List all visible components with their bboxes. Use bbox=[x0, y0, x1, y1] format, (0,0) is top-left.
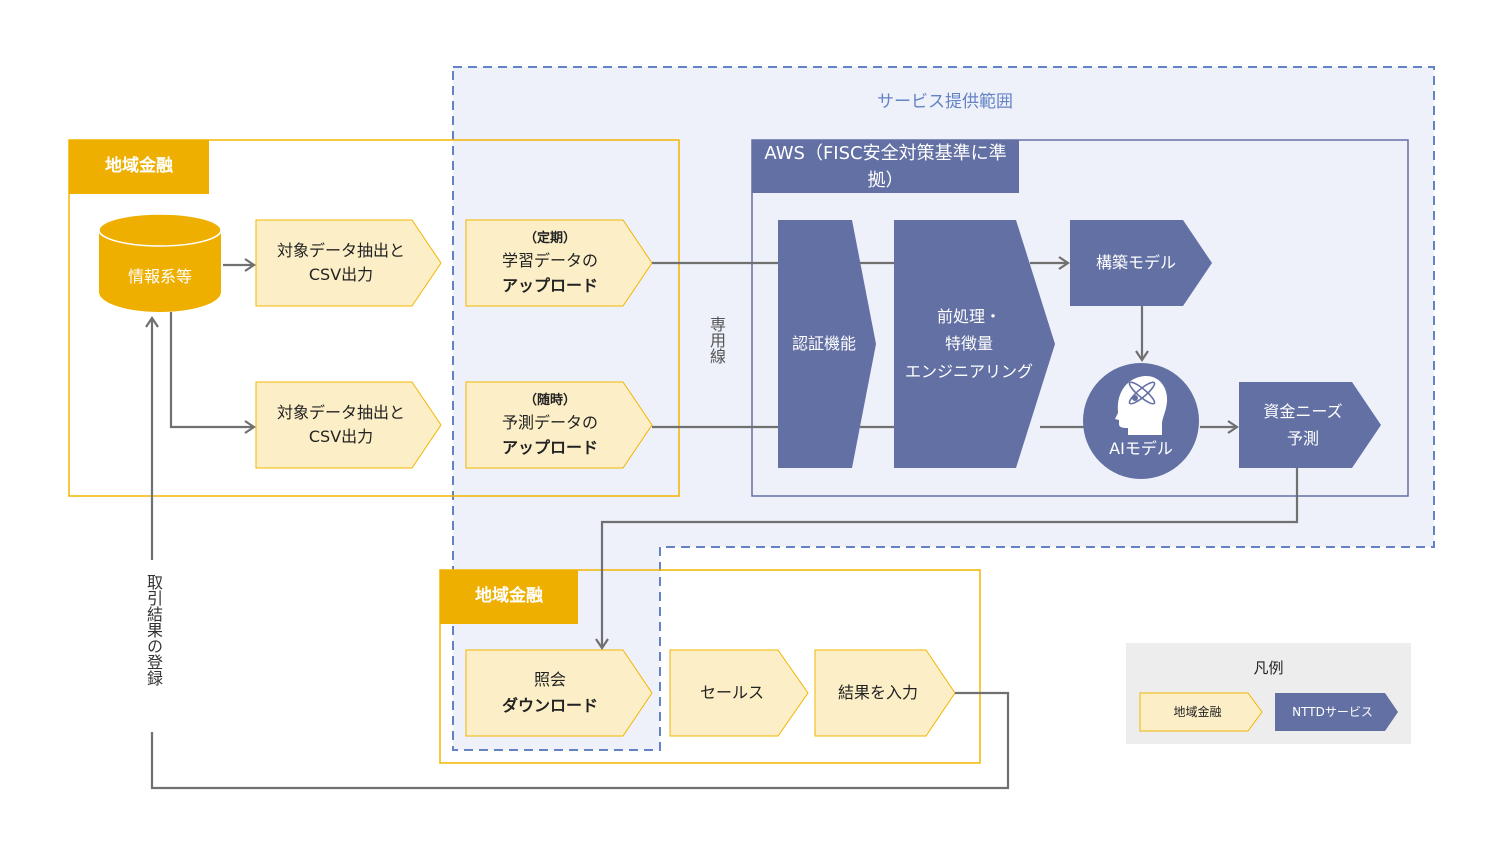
built-model-shape bbox=[1070, 220, 1212, 306]
aws-frame bbox=[751, 139, 1409, 497]
extract-box-2 bbox=[255, 381, 442, 469]
connector-db-extract2 bbox=[169, 312, 256, 434]
connector-result-feedback-1 bbox=[150, 691, 1010, 790]
auth-shape bbox=[778, 220, 876, 468]
regional-top-header bbox=[69, 140, 209, 194]
database-cylinder bbox=[98, 213, 222, 312]
input-result-box bbox=[814, 649, 956, 737]
regional-top-frame bbox=[68, 139, 680, 497]
legend-regional-swatch bbox=[1139, 692, 1263, 732]
upload-predict-box bbox=[465, 381, 653, 469]
upload-train-box bbox=[465, 219, 653, 307]
ai-head-icon bbox=[1115, 376, 1168, 435]
aws-header bbox=[752, 140, 1019, 193]
download-box bbox=[465, 649, 653, 737]
dedicated-line-label: 専用線 bbox=[707, 316, 726, 364]
feedback-label: 取引結果の登録 bbox=[144, 574, 163, 686]
connector-forecast-download bbox=[595, 468, 1299, 650]
regional-bottom-frame bbox=[439, 569, 981, 764]
preprocess-shape bbox=[894, 220, 1055, 468]
forecast-shape bbox=[1239, 382, 1381, 468]
legend-service-swatch bbox=[1275, 693, 1398, 731]
regional-bottom-header bbox=[440, 570, 578, 624]
sales-box bbox=[669, 649, 809, 737]
extract-box-1 bbox=[255, 219, 442, 307]
